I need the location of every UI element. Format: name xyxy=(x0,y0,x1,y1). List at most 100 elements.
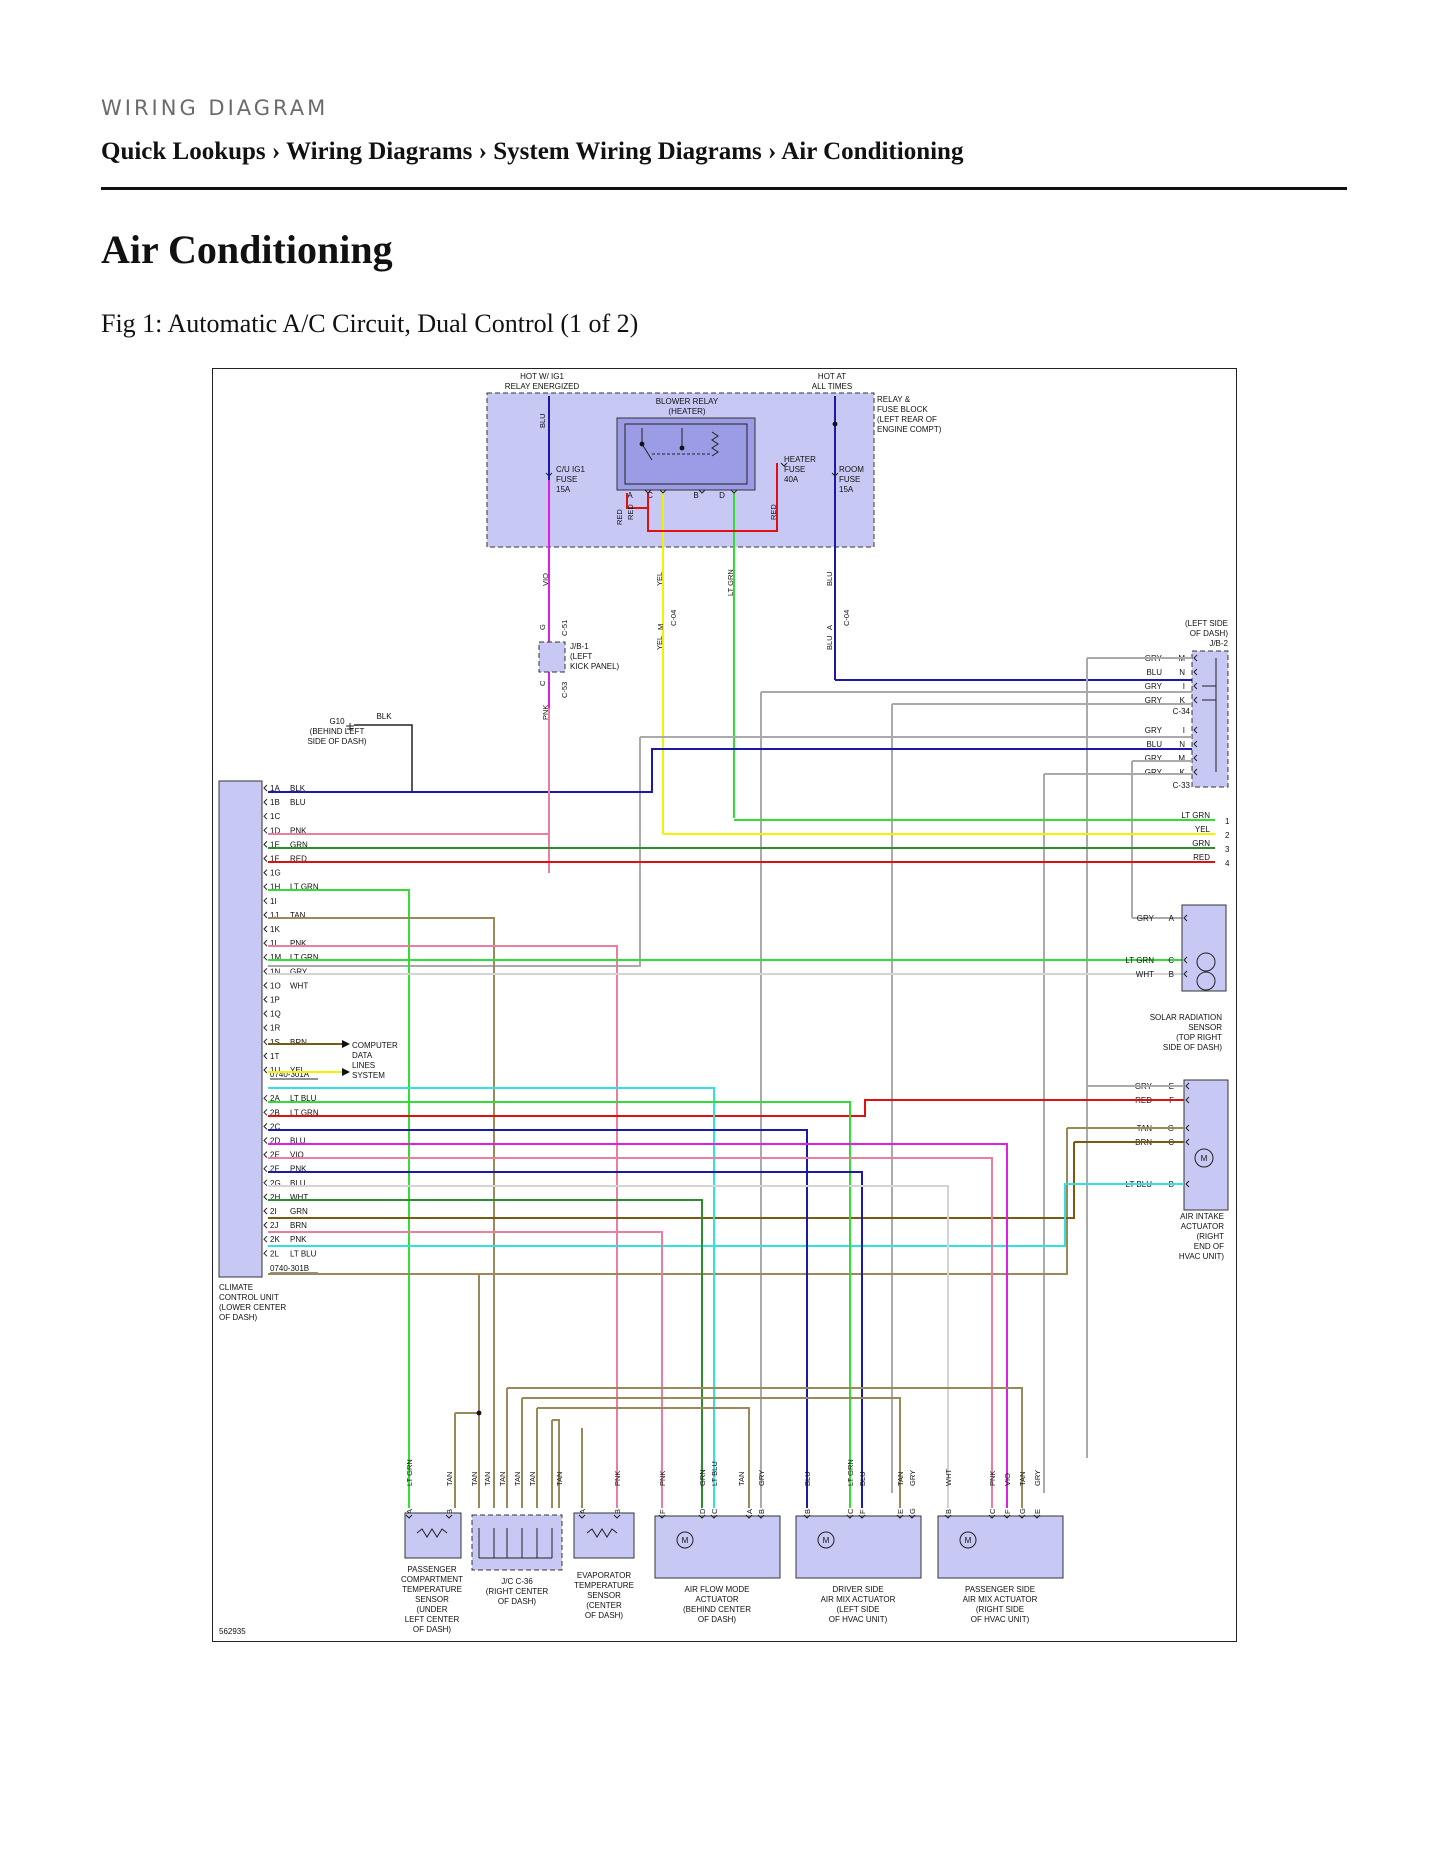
computer-data-label: LINES xyxy=(352,1061,375,1070)
ccu-wire-label: BLU xyxy=(290,1137,306,1146)
figure-caption: Fig 1: Automatic A/C Circuit, Dual Contr… xyxy=(101,309,639,338)
solar-pin-label: B xyxy=(1169,970,1174,979)
solar-wire-label: WHT xyxy=(1136,970,1154,979)
solar-sensor-label: SIDE OF DASH) xyxy=(1163,1043,1222,1052)
jb2-pin-label: K xyxy=(1180,768,1186,777)
ccu-pin-label: 2I xyxy=(270,1207,277,1216)
thermistor-icon xyxy=(416,1528,448,1538)
bus-number-label: 4 xyxy=(1225,859,1230,868)
pin-label: C xyxy=(538,680,547,686)
air-flow-actuator xyxy=(654,1515,781,1579)
wire-tag: BLU xyxy=(538,413,547,428)
bottom-pin-label: B xyxy=(445,1509,454,1514)
connector-c51-label: C-51 xyxy=(560,620,569,636)
ccu-pin-label: 1U xyxy=(270,1066,280,1075)
wire-brn-2j xyxy=(268,1142,1075,1219)
bottom-pin-label: D xyxy=(698,1508,707,1514)
ccu-terminal xyxy=(263,869,268,876)
wire-blu-2d xyxy=(268,1129,808,1508)
ccu-pin-label: 1D xyxy=(270,826,280,835)
evaporator-temp-label: SENSOR xyxy=(587,1591,621,1600)
motor-icon: M xyxy=(965,1536,972,1545)
air-flow-label: OF DASH) xyxy=(698,1615,737,1624)
air-intake-actuator xyxy=(1183,1079,1229,1211)
breadcrumb-system-wiring-diagrams[interactable]: System Wiring Diagrams xyxy=(493,138,762,165)
relay-block-label: (LEFT REAR OF xyxy=(877,415,937,424)
breadcrumb-separator: › xyxy=(768,138,777,165)
breadcrumb-air-conditioning[interactable]: Air Conditioning xyxy=(781,138,964,165)
ccu-wire-label: BRN xyxy=(290,1038,307,1047)
bus-wire-label: LT GRN xyxy=(1181,811,1210,820)
air-flow-label: ACTUATOR xyxy=(695,1595,738,1604)
passenger-mix-actuator xyxy=(937,1515,1064,1579)
ccu-pin-label: 1J xyxy=(270,911,278,920)
ccu-pin-label: 2A xyxy=(270,1094,280,1103)
jc-c36-block xyxy=(471,1514,563,1571)
solar-pin-label: A xyxy=(1169,914,1175,923)
breadcrumb-wiring-diagrams[interactable]: Wiring Diagrams xyxy=(286,138,473,165)
intake-terminal xyxy=(1185,1124,1190,1132)
ccu-pin-label: 1E xyxy=(270,840,280,849)
bottom-pin-label: B xyxy=(613,1509,622,1514)
relay-switch-symbol xyxy=(641,428,719,461)
ccu-terminal xyxy=(263,1221,268,1229)
bottom-wire-tag: GRY xyxy=(908,1470,917,1486)
wire-red-a xyxy=(626,493,648,509)
ccu-wire-label: LT GRN xyxy=(290,953,319,962)
bus-number-label: 1 xyxy=(1225,817,1230,826)
cu-fuse-label: 15A xyxy=(556,485,571,494)
bottom-pin-label: B xyxy=(803,1509,812,1514)
ccu-terminal xyxy=(263,1024,268,1032)
thermistor-icon xyxy=(586,1528,618,1538)
motor-icon xyxy=(959,1531,977,1549)
relay-terminal xyxy=(644,489,652,494)
ccu-terminal xyxy=(263,1010,268,1017)
jb1-label: KICK PANEL) xyxy=(570,662,620,671)
jb2-terminal xyxy=(1193,668,1198,676)
ccu-terminal xyxy=(263,911,268,919)
ccu-pin-label: 1S xyxy=(270,1038,280,1047)
hot-ig1-label: HOT W/ IG1 xyxy=(520,372,564,381)
ccu-terminal xyxy=(263,1207,268,1215)
solar-sensor-label: (TOP RIGHT xyxy=(1176,1033,1222,1042)
ccu-pin-label: 1P xyxy=(270,996,280,1005)
ccu-terminal xyxy=(263,1179,268,1187)
hot-all-label: ALL TIMES xyxy=(812,382,852,391)
relay-terminal xyxy=(730,489,738,494)
passenger-temp-label: SENSOR xyxy=(415,1595,449,1604)
header-divider xyxy=(101,187,1347,190)
ground-icon xyxy=(346,723,354,730)
jc-c36-label: OF DASH) xyxy=(498,1597,537,1606)
bottom-terminal xyxy=(757,1514,765,1519)
ccu-terminal xyxy=(263,897,268,905)
air-intake-label: END OF xyxy=(1194,1242,1224,1251)
jb2-wire-label: GRY xyxy=(1145,754,1163,763)
figure-id: 562935 xyxy=(219,1627,246,1636)
ccu-pin-label: 2G xyxy=(270,1179,281,1188)
passenger-mix-label: PASSENGER SIDE xyxy=(965,1585,1035,1594)
solar-terminal xyxy=(1183,956,1188,964)
relay-pin-label: B xyxy=(693,491,698,500)
air-flow-label: (BEHIND CENTER xyxy=(683,1605,751,1614)
ccu-terminal xyxy=(263,1151,268,1158)
jb2-wire-label: GRY xyxy=(1145,682,1163,691)
ccu-wire-label: GRN xyxy=(290,1207,308,1216)
bottom-wire-tag: GRY xyxy=(1033,1470,1042,1486)
wire-ltgrn-2b xyxy=(268,1101,851,1508)
solar-radiation-sensor xyxy=(1181,904,1227,992)
wire-tan-harness xyxy=(552,1419,560,1508)
bottom-pin-label: E xyxy=(1033,1509,1042,1514)
breadcrumb-quick-lookups[interactable]: Quick Lookups xyxy=(101,138,266,165)
bottom-pin-label: F xyxy=(1003,1509,1012,1514)
splice-dot xyxy=(476,1410,482,1416)
bottom-terminal xyxy=(803,1514,811,1519)
ccu-terminal xyxy=(263,812,268,820)
ccu-pin-label: 1N xyxy=(270,967,280,976)
bottom-wire-tag: TAN xyxy=(555,1472,564,1486)
wire-gry-ccu xyxy=(268,737,641,967)
passenger-temp-sensor xyxy=(404,1512,462,1559)
ccu-pin-label: 2L xyxy=(270,1249,279,1258)
arrow-icon xyxy=(342,1040,350,1076)
jb2-pin-label: I xyxy=(1183,726,1185,735)
ccu-wire-label: LT BLU xyxy=(290,1094,317,1103)
